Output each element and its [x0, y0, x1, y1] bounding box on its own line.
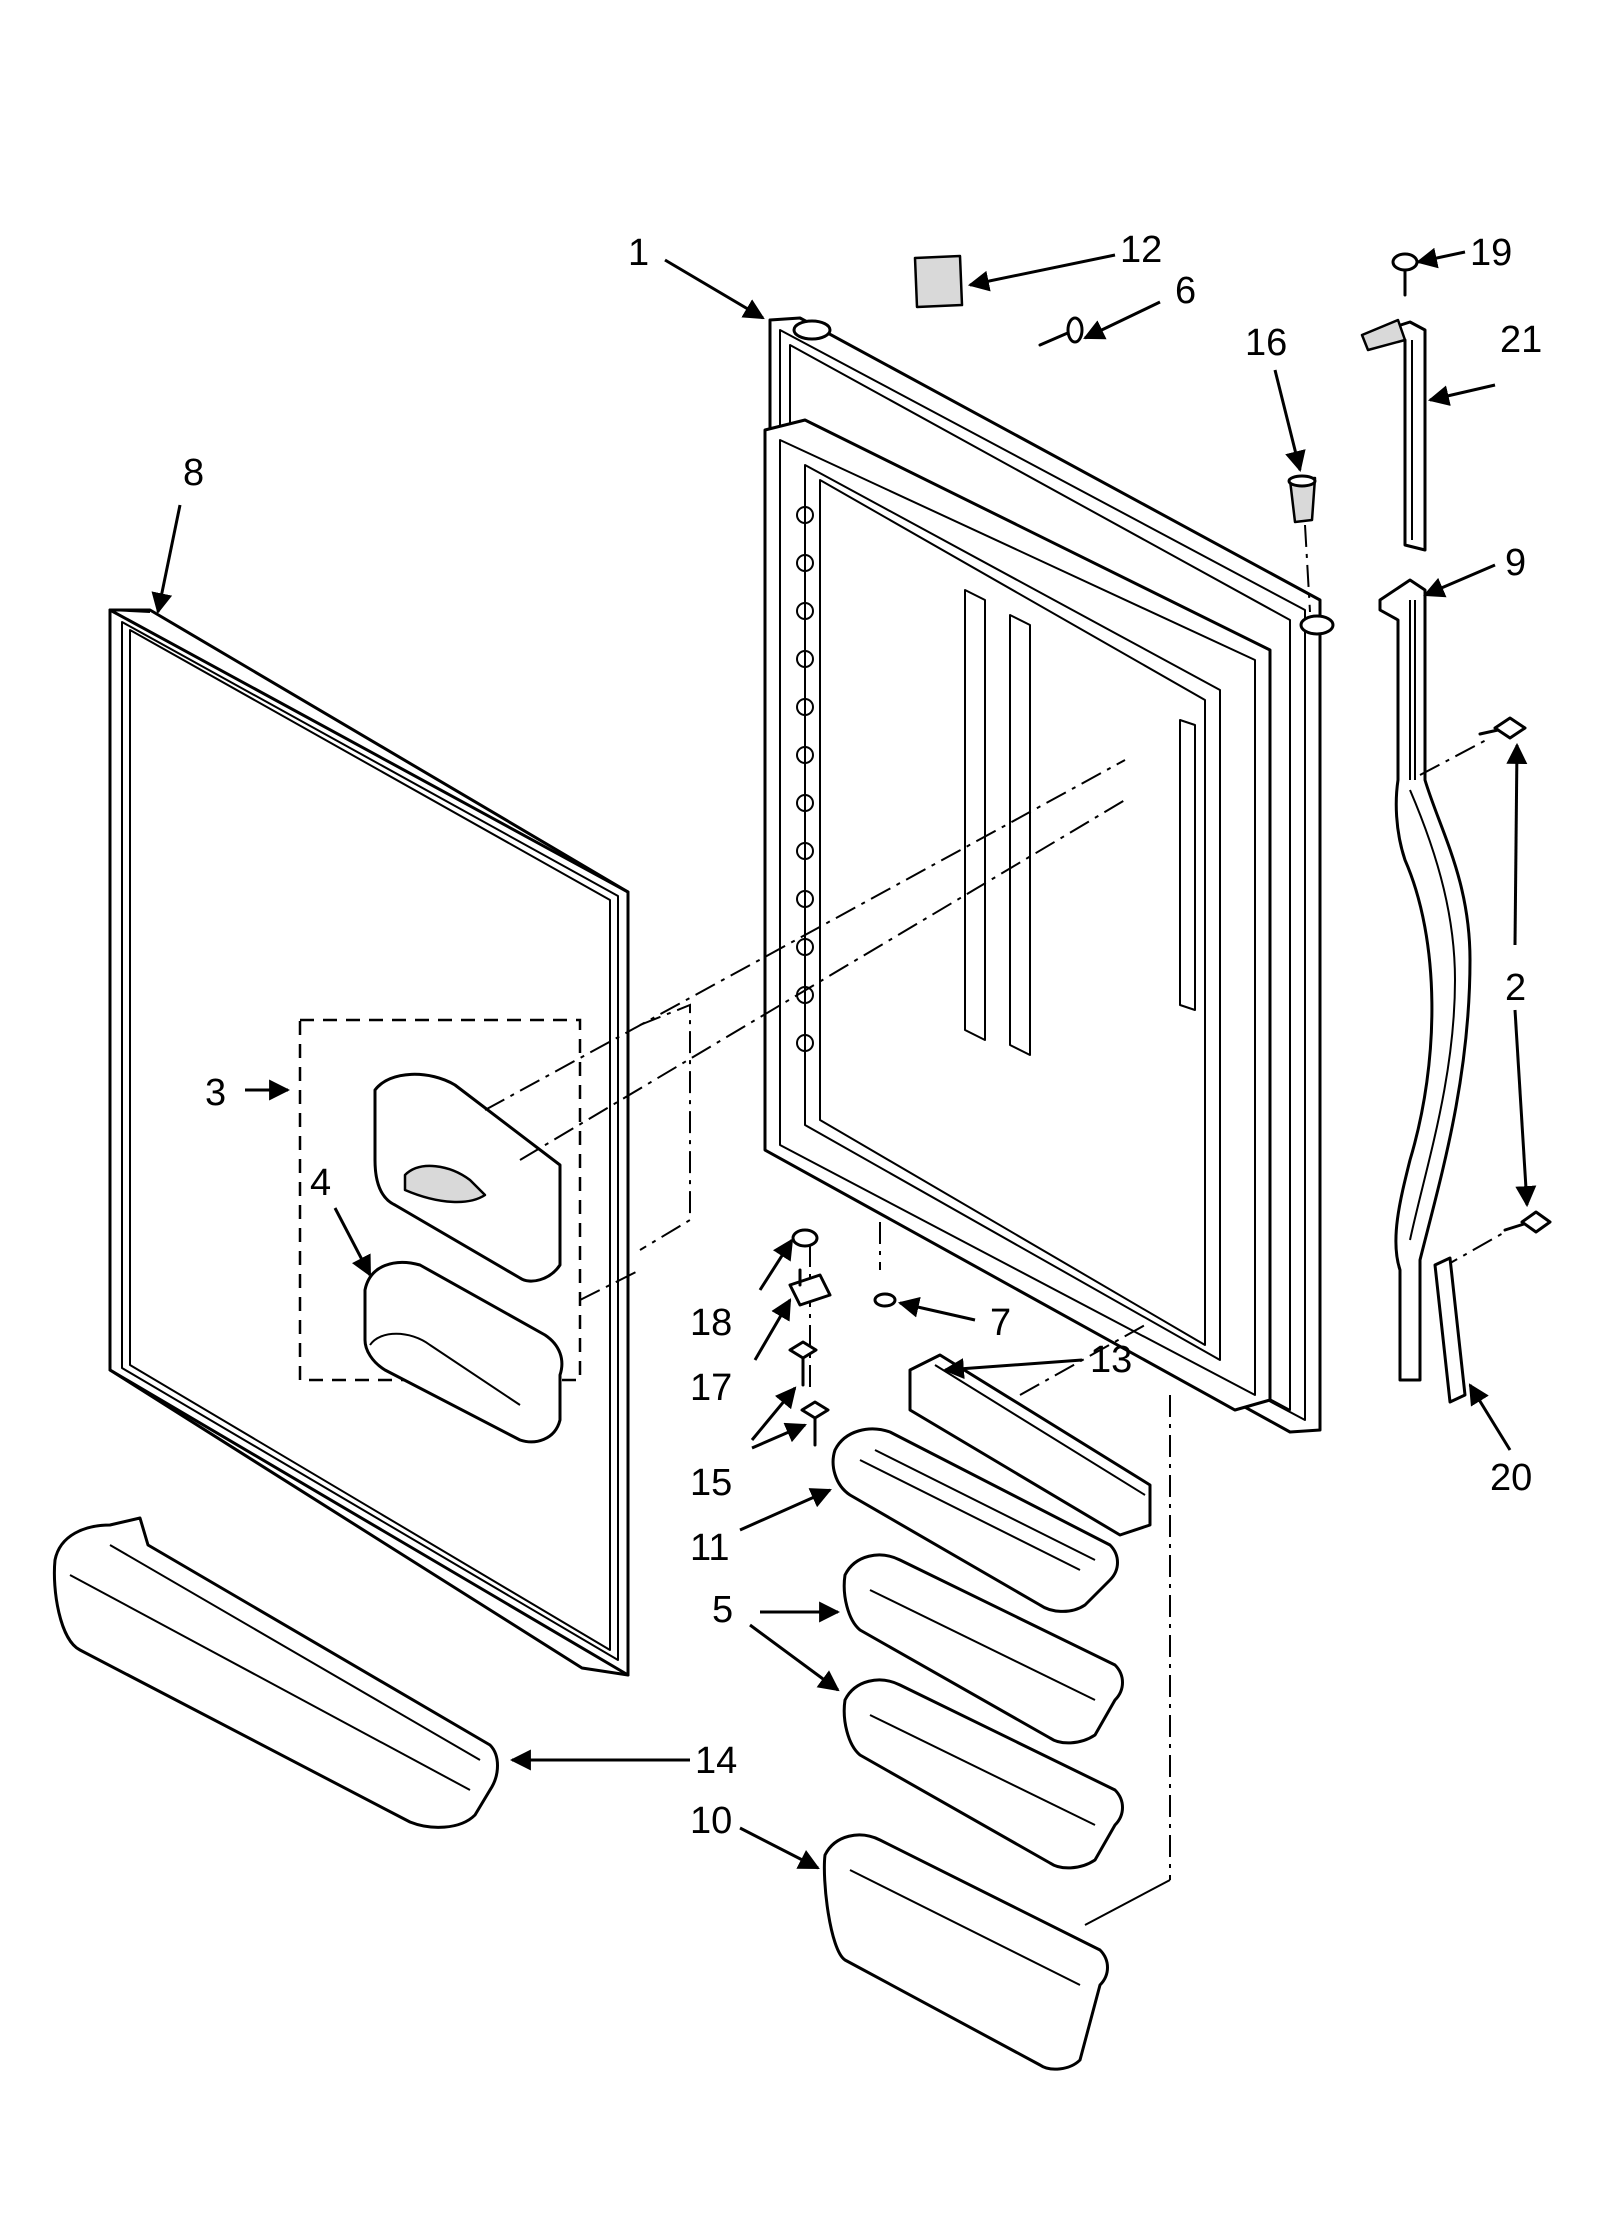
label-15: 15 [690, 1462, 732, 1504]
label-4: 4 [310, 1162, 331, 1204]
label-16: 16 [1245, 322, 1287, 364]
label-13: 13 [1090, 1339, 1132, 1381]
label-17: 17 [690, 1367, 732, 1409]
label-8: 8 [183, 452, 204, 494]
handle-trim [1433, 1256, 1467, 1404]
label-14: 14 [695, 1740, 737, 1782]
label-plate [913, 254, 964, 309]
hinge-screw-lower [800, 1400, 830, 1447]
shelf-rail [908, 1353, 1152, 1537]
door-bin-middle-b [842, 1678, 1124, 1870]
label-3: 3 [205, 1072, 226, 1114]
door-stop-screw [873, 1292, 897, 1308]
label-11: 11 [690, 1527, 729, 1569]
label-9: 9 [1505, 542, 1526, 584]
door-handle [1378, 578, 1472, 1382]
label-10: 10 [690, 1800, 732, 1842]
label-18: 18 [690, 1302, 732, 1344]
label-1: 1 [628, 232, 649, 274]
door-pin-screw [1038, 316, 1084, 347]
shelf-support-clips [796, 506, 814, 1052]
screw-top [1391, 252, 1419, 297]
dispenser-cover [373, 1072, 562, 1283]
handle-screw-lower [1503, 1210, 1552, 1234]
handle-screw-upper [1478, 716, 1527, 740]
label-7: 7 [990, 1302, 1011, 1344]
dispenser-bin [363, 1260, 564, 1444]
door-shelf-long [52, 1516, 499, 1829]
hinge-bracket [788, 1268, 832, 1307]
label-5: 5 [712, 1589, 733, 1631]
leader-arrows [151, 247, 1537, 1870]
part-labels: 1 12 6 16 19 21 9 2 20 8 3 4 18 17 15 7 … [183, 229, 1542, 1842]
door-bin-upper [831, 1427, 1119, 1613]
washer [791, 1228, 819, 1248]
label-21: 21 [1500, 319, 1542, 361]
door-bin-deep [822, 1833, 1109, 2071]
door-liner [763, 316, 1335, 1434]
label-2: 2 [1505, 967, 1526, 1009]
hinge-bushing [1287, 474, 1317, 524]
label-19: 19 [1470, 232, 1512, 274]
label-20: 20 [1490, 1457, 1532, 1499]
label-12: 12 [1120, 229, 1162, 271]
handle-bracket-top [1360, 318, 1427, 552]
door-bin-middle-a [842, 1553, 1124, 1745]
door-outer-panel [108, 608, 630, 1677]
label-6: 6 [1175, 270, 1196, 312]
hinge-screw-upper [788, 1340, 818, 1387]
